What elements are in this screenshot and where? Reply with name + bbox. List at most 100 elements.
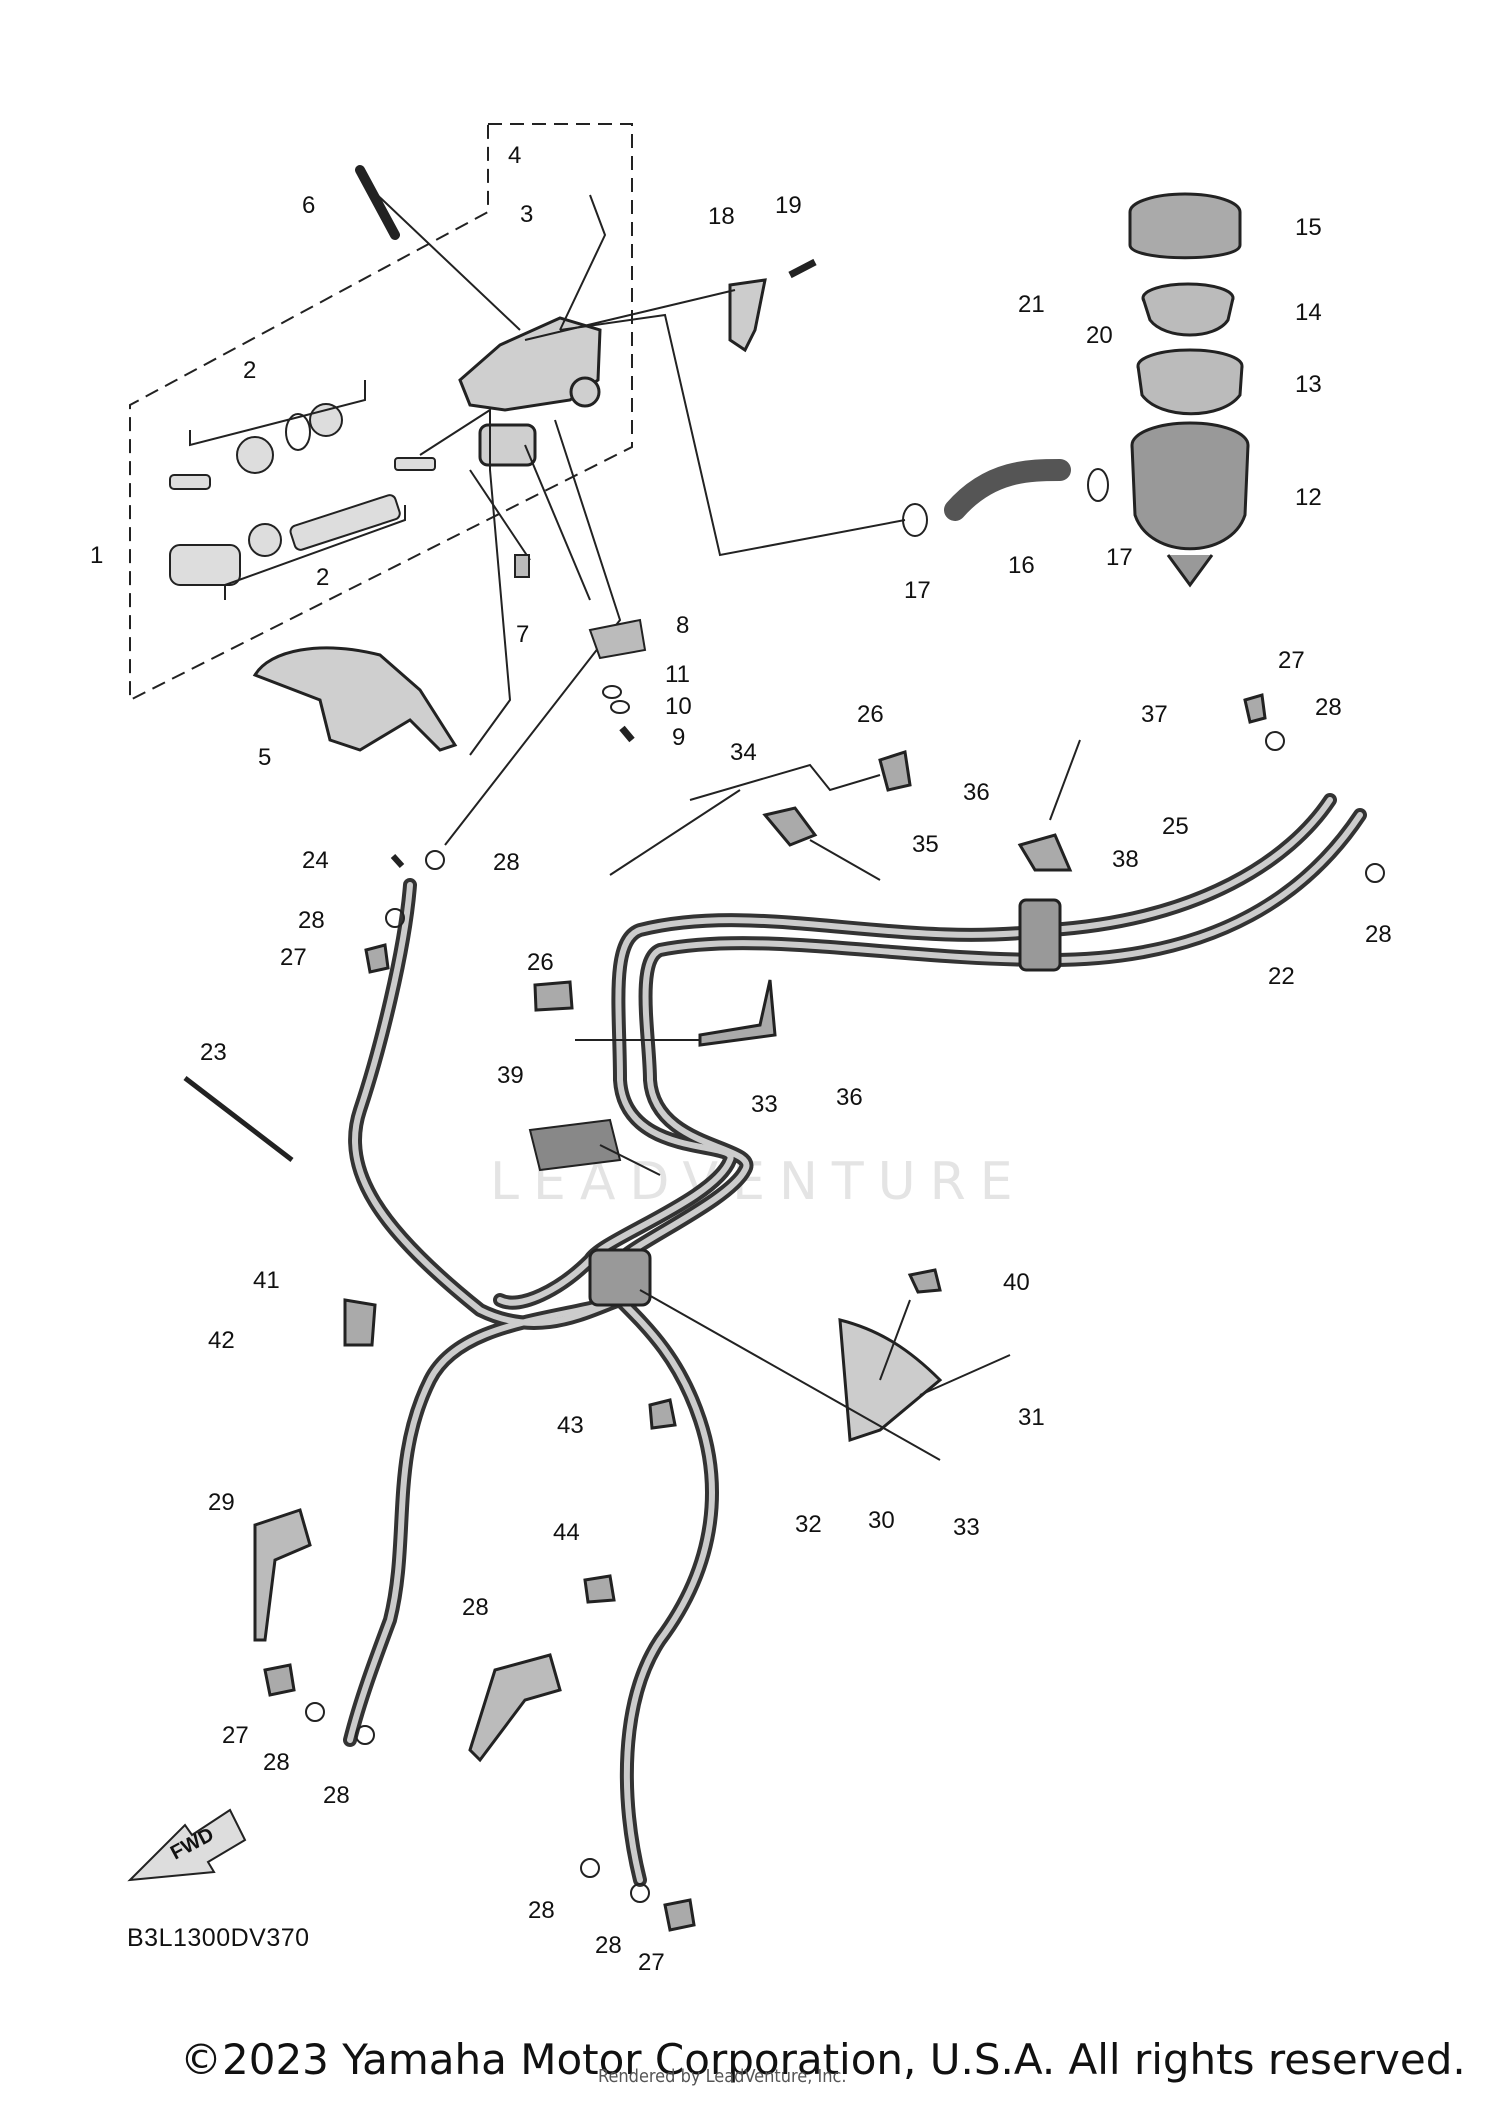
plate-40	[528, 1118, 622, 1172]
brake-lever	[252, 646, 458, 752]
bracket-35	[762, 806, 818, 847]
callout-19: 19	[775, 192, 802, 219]
callout-2b: 2	[316, 564, 329, 591]
callout-24: 24	[302, 847, 329, 874]
callout-20: 20	[1086, 322, 1113, 349]
callout-labels: 1 2 2 3 4 5 6 7 8 9 10 11 12 13 14 15 16…	[90, 142, 1392, 1976]
callout-13: 13	[1295, 371, 1322, 398]
reservoir-12	[1130, 421, 1250, 588]
bolt-6	[355, 165, 400, 240]
callout-7: 7	[516, 621, 529, 648]
clamp-26b	[533, 980, 574, 1012]
rendered-by-notice: Rendered by LeadVenture, Inc.	[598, 2066, 847, 2087]
callout-25: 25	[1162, 813, 1189, 840]
banjo-bolt-27c	[263, 1663, 296, 1697]
callout-21: 21	[1018, 291, 1045, 318]
bracket-30	[253, 1508, 312, 1642]
fwd-arrow: FWD	[127, 1808, 247, 1882]
holder-18	[728, 278, 767, 353]
clip-44b	[583, 1574, 616, 1604]
callout-3: 3	[520, 201, 533, 228]
callout-40: 39	[497, 1062, 524, 1089]
callout-2a: 2	[243, 357, 256, 384]
assembly-1-outline	[129, 123, 633, 702]
callout-26a: 26	[857, 701, 884, 728]
callout-39: 38	[1112, 846, 1139, 873]
callout-28e: 28	[263, 1749, 290, 1776]
banjo-bolt-27b	[364, 943, 390, 974]
callout-38: 37	[1141, 701, 1168, 728]
bracket-29	[468, 1653, 562, 1763]
callout-16: 16	[1008, 552, 1035, 579]
washer-28g	[580, 1858, 600, 1878]
bracket-37	[1017, 833, 1073, 872]
callout-8: 8	[676, 612, 689, 639]
piston-kit-lower	[169, 494, 401, 586]
callout-27b: 27	[280, 944, 307, 971]
washer-28e	[305, 1702, 325, 1722]
callout-17a: 17	[904, 577, 931, 604]
bracket-42	[343, 1298, 377, 1347]
callout-15: 15	[1295, 214, 1322, 241]
callout-44a: 43	[557, 1412, 584, 1439]
callout-28h: 28	[595, 1932, 622, 1959]
bracket-31	[838, 1318, 943, 1443]
hose-joint	[588, 1248, 652, 1307]
hose-clamp-17a	[902, 503, 928, 537]
callout-36a: 35	[912, 831, 939, 858]
washer-28a	[1265, 731, 1285, 751]
hose-grommet-upper-right	[1018, 898, 1062, 972]
washer-10	[610, 700, 630, 714]
callout-35: 34	[730, 739, 757, 766]
callout-22: 22	[1268, 963, 1295, 990]
callout-6: 6	[302, 192, 315, 219]
clamp-26a	[878, 750, 912, 792]
callout-23: 23	[200, 1039, 227, 1066]
screw-9	[619, 725, 635, 743]
callout-37: 36	[963, 779, 990, 806]
callout-43: 42	[208, 1327, 235, 1354]
callout-34: 33	[751, 1091, 778, 1118]
callout-9: 9	[672, 724, 685, 751]
copyright-notice: ©2023 Yamaha Motor Corporation, U.S.A. A…	[180, 2035, 1466, 2084]
callout-28f: 28	[323, 1782, 350, 1809]
washer-11	[602, 685, 622, 699]
banjo-bolt-27a	[1243, 693, 1267, 724]
washer-28d	[385, 908, 405, 928]
washer-28f	[355, 1725, 375, 1745]
diaphragm-14	[1141, 282, 1235, 337]
callout-1: 1	[90, 542, 103, 569]
callout-28b: 28	[1365, 921, 1392, 948]
callout-5: 5	[258, 744, 271, 771]
callout-33a: 32	[795, 1511, 822, 1538]
hose-clamp-17b	[1087, 468, 1109, 502]
callout-42: 41	[253, 1267, 280, 1294]
reservoir-hose-16	[944, 459, 1071, 521]
callout-44b: 44	[553, 1519, 580, 1546]
callout-27c: 27	[222, 1722, 249, 1749]
callout-17b: 17	[1106, 544, 1133, 571]
diagram-code: B3L1300DV370	[127, 1924, 310, 1952]
callout-31: 30	[868, 1507, 895, 1534]
callout-10: 10	[665, 693, 692, 720]
washer-28h	[630, 1883, 650, 1903]
callout-29: 28	[462, 1594, 489, 1621]
diaphragm-holder-13	[1136, 348, 1244, 416]
callout-18: 18	[708, 203, 735, 230]
callout-32: 31	[1018, 1404, 1045, 1431]
callout-11: 11	[665, 661, 690, 688]
callout-26b: 26	[527, 949, 554, 976]
master-cylinder-body	[458, 316, 602, 467]
callout-28d: 28	[298, 907, 325, 934]
callout-12: 12	[1295, 484, 1322, 511]
callout-41: 40	[1003, 1269, 1030, 1296]
washer-28c	[425, 850, 445, 870]
bolt-23	[183, 1076, 294, 1162]
clip-44a	[648, 1398, 677, 1430]
bleed-screw-24	[390, 853, 405, 869]
callout-30: 29	[208, 1489, 235, 1516]
callout-36b: 36	[836, 1084, 863, 1111]
callout-33b: 33	[953, 1514, 980, 1541]
bracket-34	[698, 979, 777, 1047]
callout-28a: 28	[1315, 694, 1342, 721]
